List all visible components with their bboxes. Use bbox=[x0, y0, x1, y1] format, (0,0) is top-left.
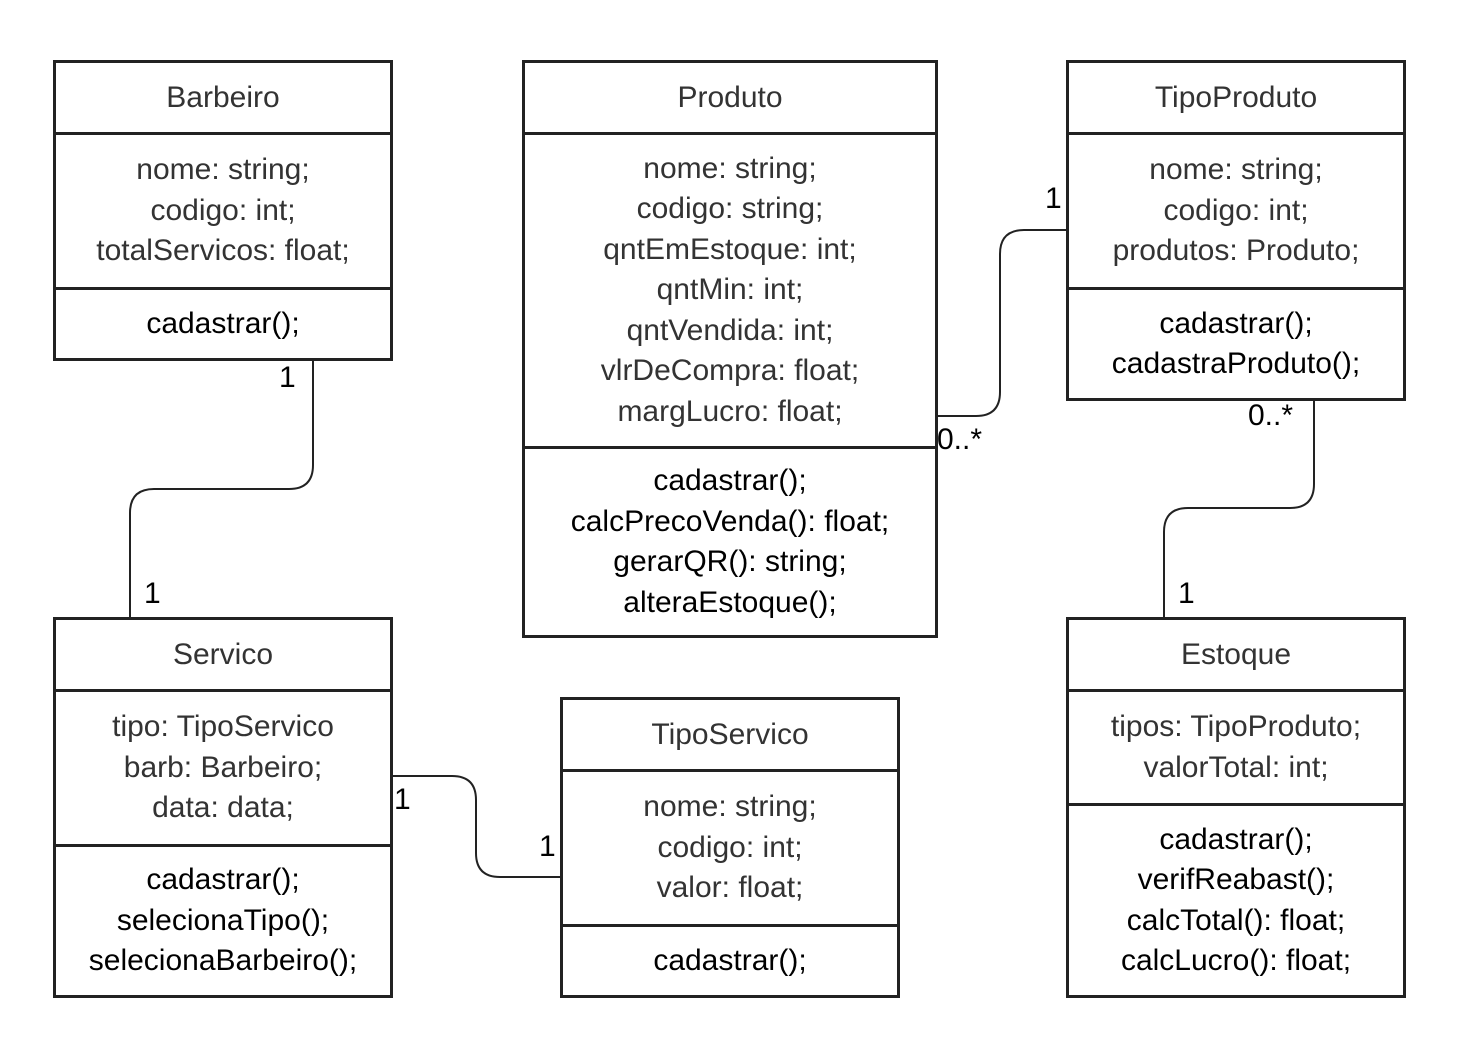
method: verifReabast(); bbox=[1137, 863, 1335, 896]
attribute: qntVendida: int; bbox=[626, 313, 834, 347]
class-produto-name: Produto bbox=[525, 63, 935, 135]
method: cadastrar(); bbox=[1159, 822, 1313, 856]
association-barbeiro-servico bbox=[129, 360, 314, 618]
method: selecionaTipo(); bbox=[116, 903, 330, 937]
multiplicity-barbeiro-end: 1 bbox=[279, 361, 296, 394]
attribute: codigo: int; bbox=[1163, 193, 1309, 227]
attribute: nome: string; bbox=[643, 790, 817, 824]
multiplicity-servico-right-end: 1 bbox=[394, 783, 411, 816]
attribute: nome: string; bbox=[643, 151, 817, 185]
attribute: tipo: TipoServico bbox=[112, 710, 334, 744]
class-estoque-name: Estoque bbox=[1069, 620, 1403, 692]
method: cadastraProduto(); bbox=[1111, 347, 1361, 380]
class-produto[interactable]: Produto nome: string; codigo: string; qn… bbox=[522, 60, 938, 638]
class-tipoproduto-name: TipoProduto bbox=[1069, 63, 1403, 135]
class-servico-name: Servico bbox=[56, 620, 390, 692]
association-servico-tiposervico bbox=[393, 775, 561, 878]
class-servico-attributes: tipo: TipoServico barb: Barbeiro; data: … bbox=[56, 692, 390, 847]
class-tipoproduto[interactable]: TipoProduto nome: string; codigo: int; p… bbox=[1066, 60, 1406, 401]
attribute: codigo: string; bbox=[636, 192, 824, 226]
class-tipoproduto-methods: cadastrar(); cadastraProduto(); bbox=[1069, 290, 1403, 398]
attribute: margLucro: float; bbox=[617, 394, 843, 428]
class-barbeiro-attributes: nome: string; codigo: int; totalServicos… bbox=[56, 135, 390, 290]
multiplicity-tipoproduto-bottom-end: 0..* bbox=[1248, 399, 1294, 432]
method: calcLucro(): float; bbox=[1120, 944, 1352, 977]
class-tiposervico[interactable]: TipoServico nome: string; codigo: int; v… bbox=[560, 697, 900, 998]
attribute: totalServicos: float; bbox=[96, 234, 350, 268]
attribute: codigo: int; bbox=[657, 830, 803, 864]
association-tipoproduto-estoque bbox=[1163, 400, 1315, 618]
class-servico[interactable]: Servico tipo: TipoServico barb: Barbeiro… bbox=[53, 617, 393, 998]
method: cadastrar(); bbox=[1159, 306, 1313, 340]
class-estoque-attributes: tipos: TipoProduto; valorTotal: int; bbox=[1069, 692, 1403, 806]
method: calcTotal(): float; bbox=[1126, 903, 1346, 937]
class-barbeiro-name: Barbeiro bbox=[56, 63, 390, 135]
method: cadastrar(); bbox=[146, 863, 300, 897]
class-tiposervico-methods: cadastrar(); bbox=[563, 927, 897, 995]
class-tipoproduto-attributes: nome: string; codigo: int; produtos: Pro… bbox=[1069, 135, 1403, 290]
attribute: tipos: TipoProduto; bbox=[1110, 710, 1362, 743]
attribute: barb: Barbeiro; bbox=[123, 750, 323, 784]
method: cadastrar(); bbox=[653, 943, 807, 977]
attribute: data: data; bbox=[152, 791, 294, 825]
attribute: nome: string; bbox=[136, 153, 310, 187]
method: cadastrar(); bbox=[653, 464, 807, 497]
multiplicity-tipoproduto-end: 1 bbox=[1045, 182, 1062, 215]
class-barbeiro-methods: cadastrar(); bbox=[56, 290, 390, 358]
class-produto-attributes: nome: string; codigo: string; qntEmEstoq… bbox=[525, 135, 935, 449]
attribute: produtos: Produto; bbox=[1112, 234, 1360, 268]
attribute: valor: float; bbox=[656, 871, 804, 905]
attribute: nome: string; bbox=[1149, 153, 1323, 187]
association-produto-tipoproduto bbox=[938, 229, 1067, 417]
class-servico-methods: cadastrar(); selecionaTipo(); selecionaB… bbox=[56, 847, 390, 995]
attribute: valorTotal: int; bbox=[1143, 750, 1329, 784]
class-estoque[interactable]: Estoque tipos: TipoProduto; valorTotal: … bbox=[1066, 617, 1406, 998]
multiplicity-estoque-end: 1 bbox=[1178, 577, 1195, 610]
multiplicity-produto-end: 0..* bbox=[937, 423, 983, 456]
attribute: codigo: int; bbox=[150, 193, 296, 227]
attribute: qntMin: int; bbox=[656, 273, 804, 307]
class-tiposervico-name: TipoServico bbox=[563, 700, 897, 772]
class-barbeiro[interactable]: Barbeiro nome: string; codigo: int; tota… bbox=[53, 60, 393, 361]
method: alteraEstoque(); bbox=[623, 585, 837, 619]
multiplicity-tiposervico-end: 1 bbox=[539, 830, 556, 863]
multiplicity-servico-end: 1 bbox=[144, 577, 161, 610]
class-tiposervico-attributes: nome: string; codigo: int; valor: float; bbox=[563, 772, 897, 927]
method: calcPrecoVenda(): float; bbox=[570, 504, 890, 538]
class-estoque-methods: cadastrar(); verifReabast(); calcTotal()… bbox=[1069, 806, 1403, 995]
method: selecionaBarbeiro(); bbox=[88, 944, 358, 978]
method: gerarQR(): string; bbox=[613, 545, 847, 578]
attribute: qntEmEstoque: int; bbox=[603, 232, 857, 266]
method: cadastrar(); bbox=[146, 306, 300, 340]
attribute: vlrDeCompra: float; bbox=[600, 354, 860, 388]
class-produto-methods: cadastrar(); calcPrecoVenda(): float; ge… bbox=[525, 449, 935, 635]
